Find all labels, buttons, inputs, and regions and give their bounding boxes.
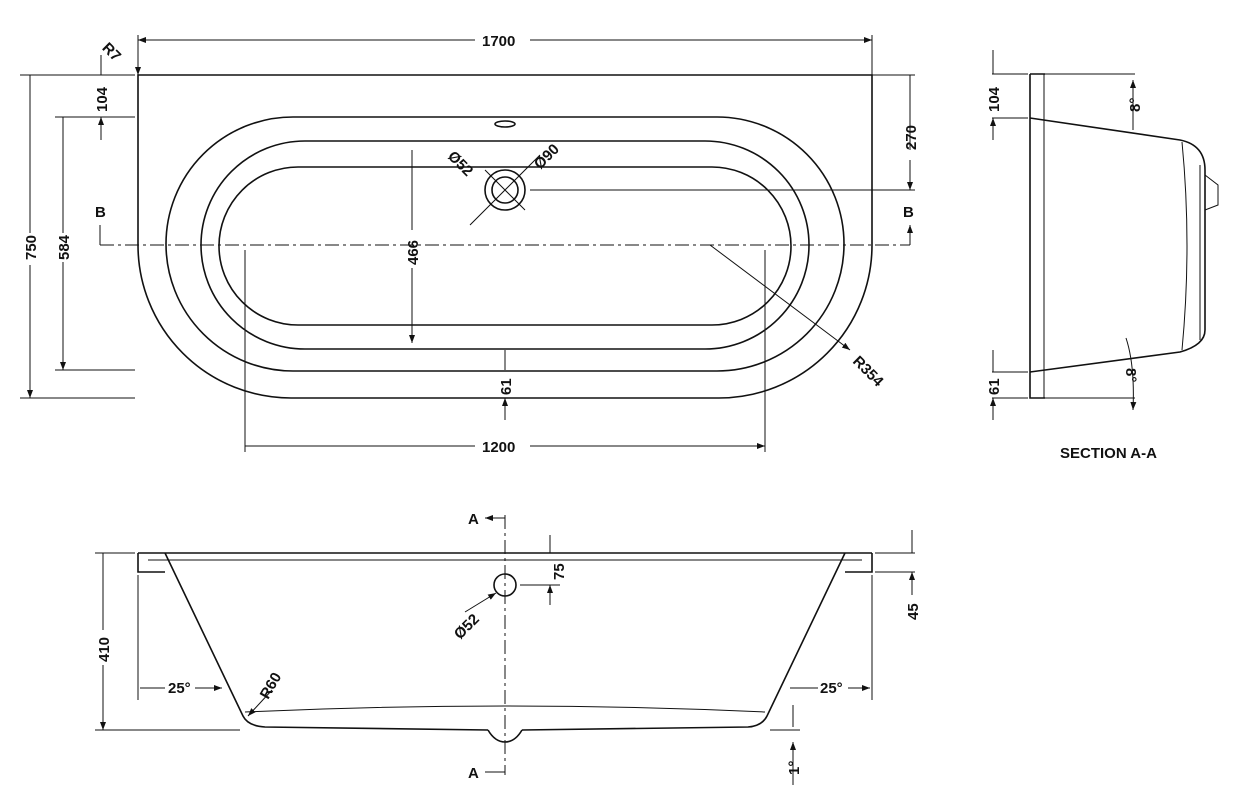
section-a-a-view: 104 61 8° 8° SECTION A-A <box>986 50 1219 462</box>
waste-offset-dimension: 270 <box>903 125 920 150</box>
section-rim-back-dimension: 104 <box>986 86 1003 112</box>
section-rim-front-dimension: 61 <box>986 378 1003 395</box>
waste-outer-dia-label: Ø90 <box>531 141 563 173</box>
section-a-bottom-label: A <box>468 765 479 782</box>
rim-back-dimension: 104 <box>94 86 111 112</box>
inner-depth-dimension: 584 <box>56 234 73 260</box>
overflow-dia-label: Ø52 <box>451 611 483 643</box>
section-b-right-label: B <box>903 204 914 221</box>
waste-outlet-icon <box>484 169 526 211</box>
floor-slope-label: 1° <box>786 761 803 775</box>
height-dimension: 410 <box>96 637 113 662</box>
rim-front-dimension: 61 <box>498 378 515 395</box>
angle-top-label: 8° <box>1127 98 1144 112</box>
angle-right-label: 25° <box>820 680 843 697</box>
bowl-width-dimension: 466 <box>405 240 422 265</box>
section-a-top-label: A <box>468 511 479 528</box>
section-b-left-label: B <box>95 204 106 221</box>
depth-dimension: 750 <box>23 235 40 260</box>
overflow-offset-dimension: 75 <box>551 563 568 580</box>
angle-left-label: 25° <box>168 680 191 697</box>
front-view: A A 410 75 45 Ø52 25° 25° R60 1° <box>95 511 922 785</box>
waste-dia-label: Ø52 <box>444 148 476 180</box>
section-title: SECTION A-A <box>1060 445 1157 462</box>
base-radius-label: R60 <box>257 670 285 702</box>
corner-radius-label: R7 <box>99 39 125 65</box>
end-radius-label: R354 <box>849 353 887 391</box>
rim-height-dimension: 45 <box>905 603 922 620</box>
width-dimension: 1700 <box>482 33 515 50</box>
angle-bottom-label: 8° <box>1122 368 1139 382</box>
bowl-length-dimension: 1200 <box>482 439 515 456</box>
plan-view: B B 1700 R7 750 584 104 270 466 61 1200 … <box>20 33 920 456</box>
